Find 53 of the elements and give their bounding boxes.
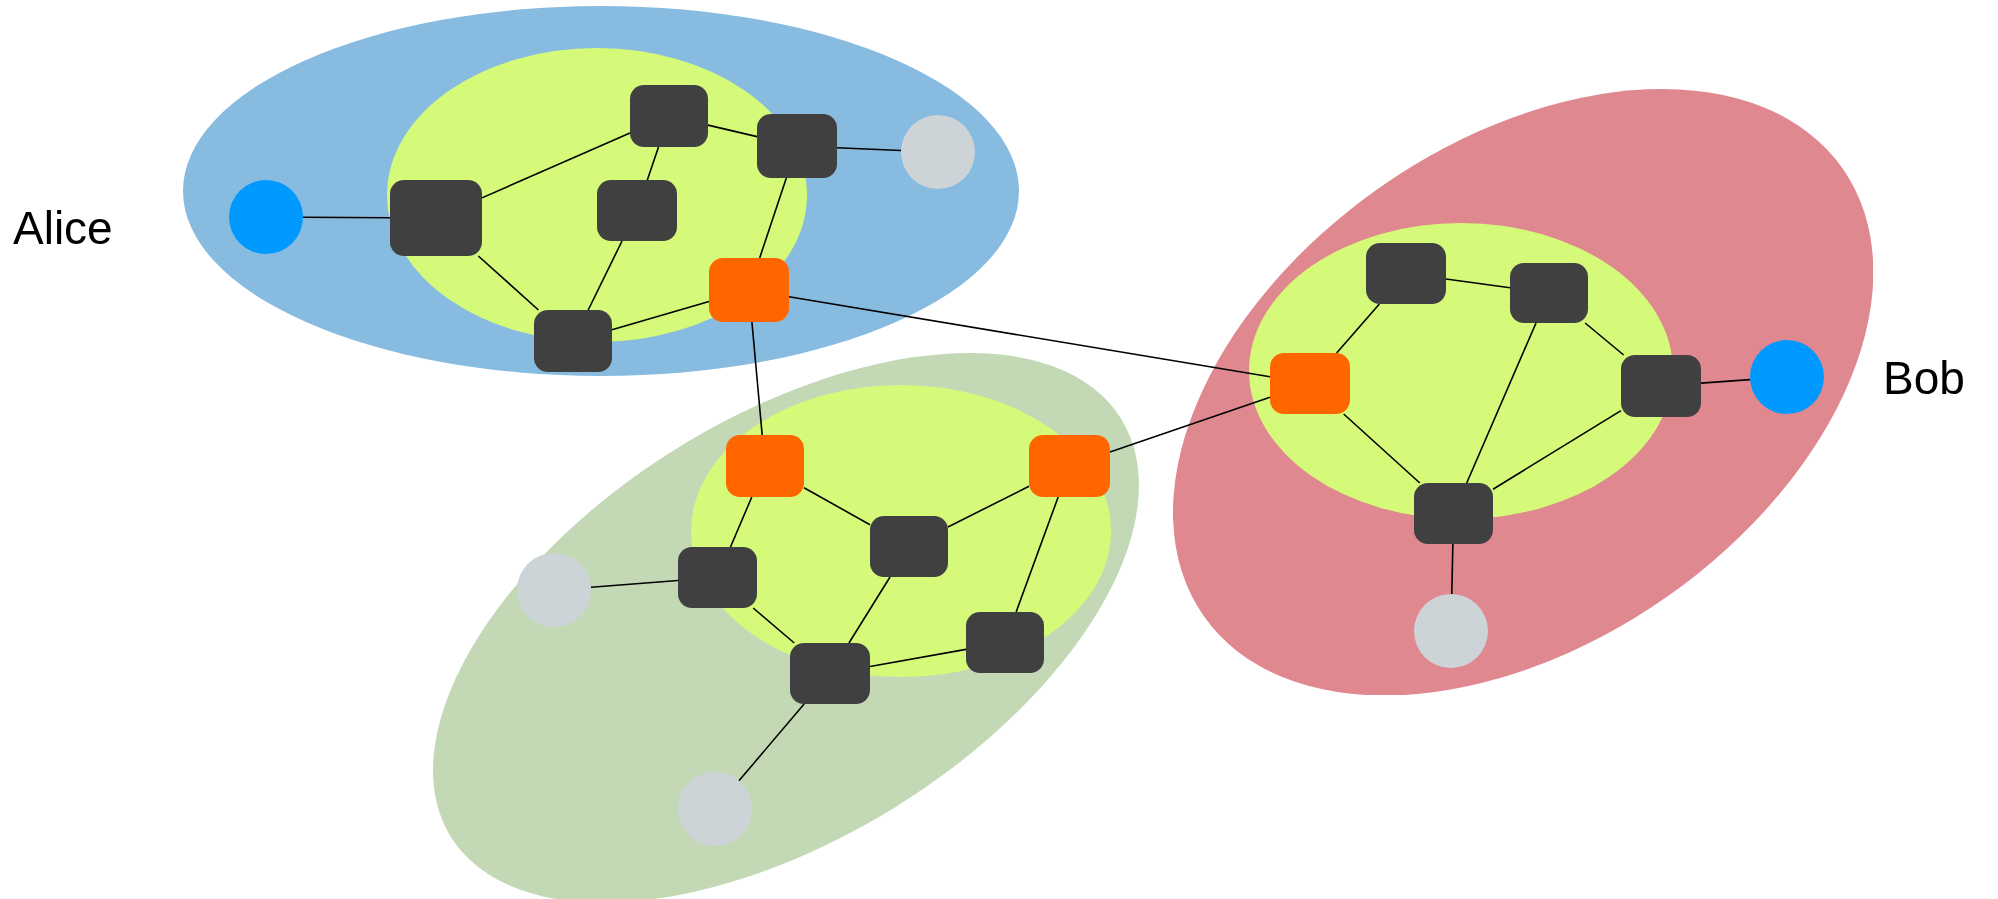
router-node bbox=[597, 180, 677, 241]
gateway-router-node bbox=[709, 258, 789, 322]
link-line bbox=[707, 124, 758, 138]
link-line bbox=[788, 295, 1271, 378]
link-line bbox=[1492, 409, 1622, 491]
link-line bbox=[1465, 322, 1537, 484]
link-line bbox=[1445, 278, 1511, 289]
link-line bbox=[738, 703, 805, 782]
router-node bbox=[1366, 243, 1446, 304]
router-node bbox=[678, 547, 757, 608]
link-line bbox=[1109, 396, 1271, 453]
link-line bbox=[1335, 303, 1381, 354]
link-line bbox=[758, 177, 788, 259]
core-ellipse bbox=[691, 385, 1111, 677]
link-line bbox=[947, 485, 1030, 528]
host-label: Bob bbox=[1883, 355, 1965, 401]
gateway-router-node bbox=[1029, 435, 1110, 497]
router-node bbox=[1621, 355, 1701, 417]
router-node bbox=[534, 310, 612, 372]
link-line bbox=[302, 216, 391, 219]
link-line bbox=[751, 321, 763, 436]
link-line bbox=[803, 487, 871, 526]
router-node bbox=[630, 85, 708, 147]
router-node bbox=[757, 114, 837, 178]
link-line bbox=[481, 132, 631, 199]
gateway-router-node bbox=[726, 435, 804, 497]
router-node bbox=[870, 516, 948, 577]
core-ellipse bbox=[387, 48, 807, 342]
link-line bbox=[869, 648, 967, 668]
region-ellipse bbox=[183, 6, 1019, 376]
link-line bbox=[1015, 496, 1059, 613]
link-line bbox=[752, 607, 796, 644]
link-line bbox=[848, 576, 891, 644]
link-line bbox=[1700, 378, 1751, 384]
router-node bbox=[390, 180, 482, 256]
link-line bbox=[587, 240, 623, 311]
link-line bbox=[836, 146, 902, 152]
router-node bbox=[1510, 263, 1588, 323]
link-line bbox=[477, 255, 540, 311]
link-line bbox=[729, 496, 753, 548]
link-line bbox=[611, 300, 710, 331]
router-node bbox=[1414, 483, 1493, 544]
link-line bbox=[1584, 322, 1625, 356]
link-line bbox=[590, 579, 679, 588]
core-ellipse bbox=[1249, 223, 1673, 519]
gateway-router-node bbox=[1270, 353, 1350, 414]
region-ellipse bbox=[1172, 88, 1874, 696]
router-node bbox=[790, 643, 870, 704]
link-line bbox=[1451, 543, 1454, 595]
link-line bbox=[1342, 413, 1421, 484]
router-node bbox=[966, 612, 1044, 673]
link-line bbox=[646, 146, 660, 181]
host-label: Alice bbox=[13, 205, 113, 251]
